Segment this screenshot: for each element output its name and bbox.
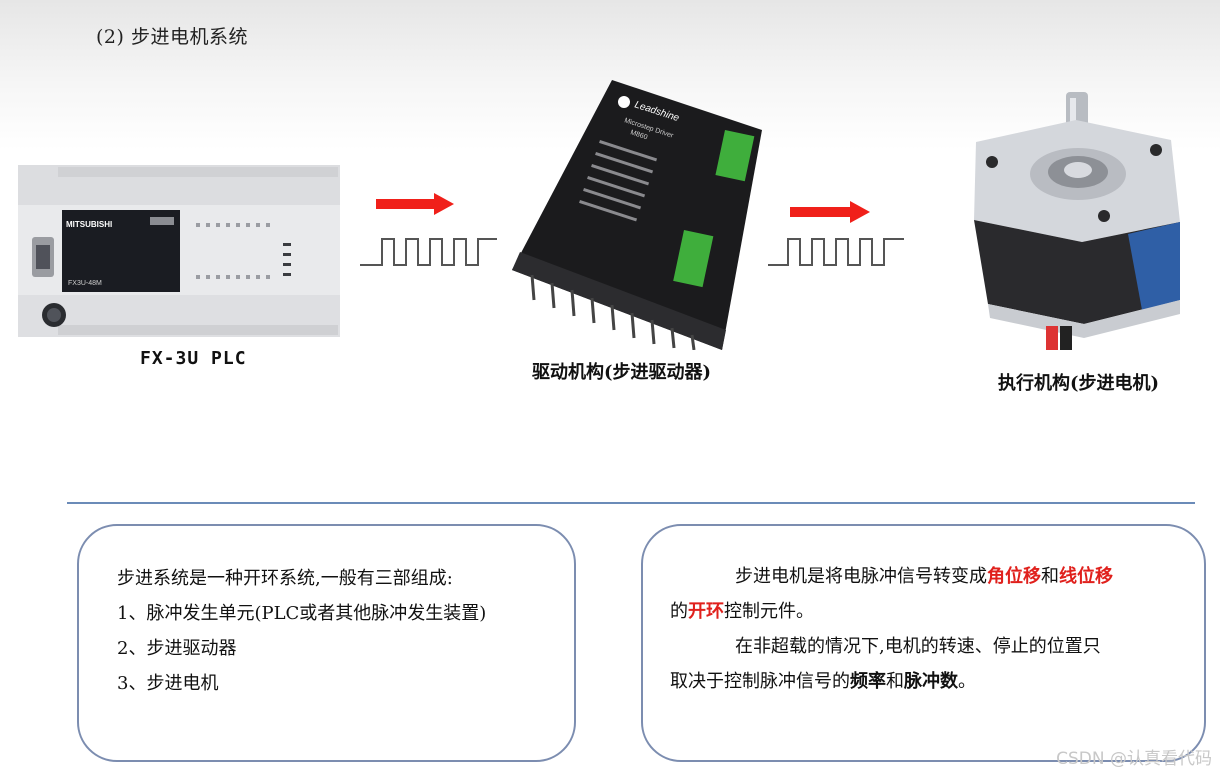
pulse-wave-icon <box>768 238 904 266</box>
motor-label: 执行机构(步进电机) <box>998 373 1160 394</box>
plc-model-text: FX3U-48M <box>68 280 102 287</box>
system-components-box: 步进系统是一种开环系统,一般有三部组成: 1、脉冲发生单元(PLC或者其他脉冲发… <box>77 524 576 762</box>
plc-brand-text: MITSUBISHI <box>66 220 112 229</box>
components-intro: 步进系统是一种开环系统,一般有三部组成: <box>117 568 453 589</box>
description-line-3: 在非超载的情况下,电机的转速、停止的位置只 <box>735 636 1101 657</box>
highlight-angular-displacement: 角位移 <box>987 566 1041 587</box>
stepper-motor-image <box>974 92 1180 350</box>
description-line-1: 步进电机是将电脉冲信号转变成角位移和线位移 <box>735 562 1113 588</box>
watermark: CSDN @认真看代码 <box>1056 749 1212 769</box>
description-text: 。 <box>958 671 976 692</box>
component-item-1: 1、脉冲发生单元(PLC或者其他脉冲发生装置) <box>117 603 487 624</box>
pulse-wave-icon <box>360 238 497 266</box>
description-line-4: 取决于控制脉冲信号的频率和脉冲数。 <box>670 667 976 693</box>
plc-label: FX-3U PLC <box>140 348 247 369</box>
description-text: 和 <box>1041 566 1059 587</box>
description-text: 控制元件。 <box>724 601 814 622</box>
bold-frequency: 频率 <box>850 671 886 692</box>
description-text: 和 <box>886 671 904 692</box>
driver-label: 驱动机构(步进驱动器) <box>532 362 712 383</box>
highlight-open-loop: 开环 <box>688 601 724 622</box>
stepper-driver-image: Leadshine Microstep Driver M860 <box>512 80 762 350</box>
description-text: 的 <box>670 601 688 622</box>
motor-description-box: 步进电机是将电脉冲信号转变成角位移和线位移 的开环控制元件。 在非超载的情况下,… <box>641 524 1206 762</box>
arrow-right-icon <box>790 201 870 223</box>
bold-pulse-count: 脉冲数 <box>904 671 958 692</box>
component-item-3: 3、步进电机 <box>117 673 219 694</box>
description-text: 步进电机是将电脉冲信号转变成 <box>735 566 987 587</box>
arrow-right-icon <box>376 193 454 215</box>
description-line-2: 的开环控制元件。 <box>670 597 814 623</box>
plc-image: MITSUBISHI FX3U-48M <box>18 165 340 337</box>
component-item-2: 2、步进驱动器 <box>117 638 237 659</box>
highlight-linear-displacement: 线位移 <box>1059 566 1113 587</box>
section-divider <box>67 502 1195 504</box>
section-heading: (2) 步进电机系统 <box>96 26 248 48</box>
description-text: 取决于控制脉冲信号的 <box>670 671 850 692</box>
